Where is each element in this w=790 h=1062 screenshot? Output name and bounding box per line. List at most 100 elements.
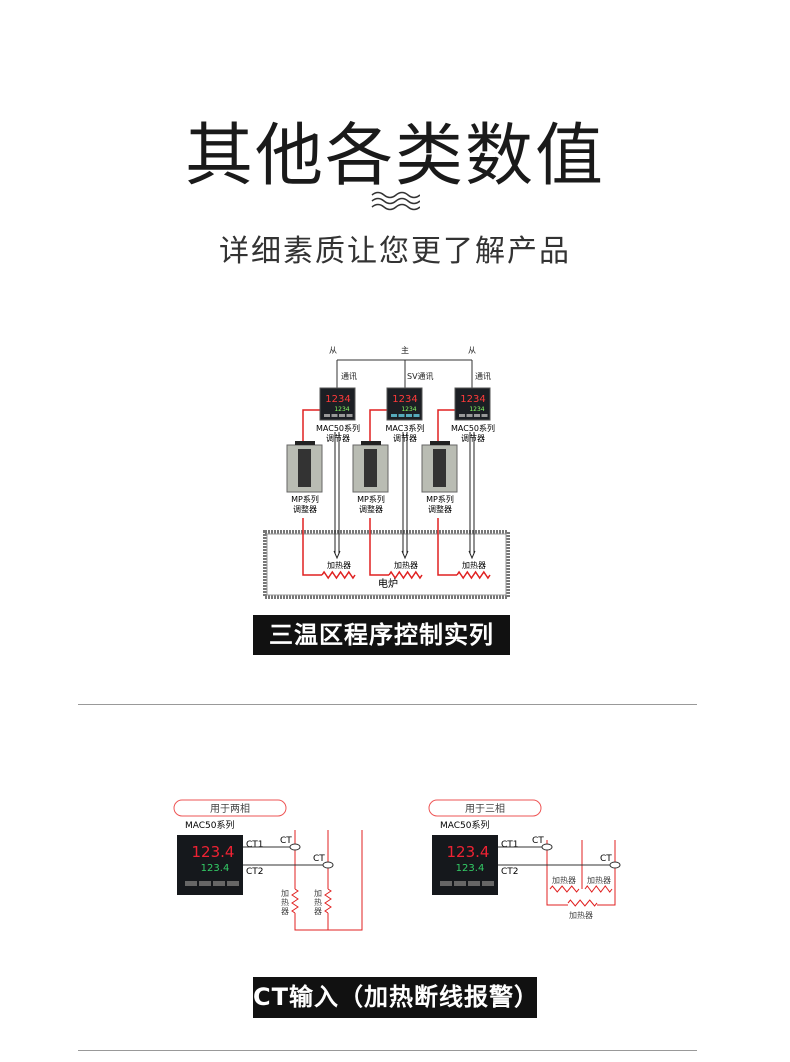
controller-key (440, 881, 452, 886)
controller-model: MAC50系列 (451, 423, 495, 433)
ct1-label: CT1 (501, 840, 519, 850)
heater-label: 加热器 (569, 910, 593, 920)
heater-resistor-icon (584, 885, 613, 893)
sensor-probe (468, 432, 476, 560)
controller-key (185, 881, 197, 886)
heater-label-char: 加 (281, 888, 289, 898)
sv-display: 1234 (334, 406, 349, 413)
heater-label-char: 热 (281, 897, 289, 907)
heater-resistor-icon (549, 885, 580, 893)
ct-sensor-icon (541, 843, 553, 851)
regulator-type: 调整器 (428, 504, 452, 514)
red-wire (437, 409, 457, 576)
heater-coil-icon (321, 570, 356, 580)
heater-label-char: 加 (314, 888, 322, 898)
ct-label: CT (313, 854, 325, 864)
regulator-type: 调整器 (293, 504, 317, 514)
regulator-top (361, 441, 381, 445)
regulator-model: MP系列 (426, 494, 454, 504)
ct-sensor-icon (609, 861, 621, 869)
comm-label: 通讯 (475, 371, 491, 381)
comm-label: SV通讯 (407, 371, 434, 381)
pv-display: 123.4 (192, 843, 235, 861)
heater-label: 加热器 (462, 560, 486, 570)
controller-type: 调节器 (326, 434, 350, 443)
ct-wire (498, 846, 610, 866)
controller-type: 调节器 (393, 434, 417, 443)
controller-key (406, 414, 412, 417)
red-wire (369, 409, 389, 576)
regulator-panel (364, 449, 377, 487)
controller-key (398, 414, 405, 417)
regulator-panel (298, 449, 311, 487)
pv-display: 1234 (392, 394, 417, 405)
pv-display: 1234 (460, 394, 485, 405)
regulator-panel (433, 449, 446, 487)
controller-key (324, 414, 330, 417)
sv-display: 1234 (469, 406, 484, 413)
controller-model: MAC50系列 (440, 819, 490, 831)
ct-label: CT (532, 836, 544, 846)
controller-key (459, 414, 465, 417)
page-subtitle: 详细素质让您更了解产品 (219, 234, 571, 269)
pv-display: 123.4 (447, 843, 490, 861)
regulator-model: MP系列 (357, 494, 385, 504)
furnace-label: 电炉 (378, 577, 398, 590)
phase-tag-label: 用于两相 (210, 802, 250, 815)
controller-key (331, 414, 338, 417)
heater-label-char: 热 (314, 897, 322, 907)
divider (78, 1050, 697, 1051)
heater-label: 加热器 (394, 560, 418, 570)
heater-label: 加热器 (327, 560, 351, 570)
controller-key (391, 414, 397, 417)
controller-key (227, 881, 239, 886)
heater-label: 加热器 (587, 875, 611, 885)
sv-display: 1234 (401, 406, 416, 413)
regulator-type: 调整器 (359, 504, 383, 514)
ct2-label: CT2 (246, 867, 264, 877)
pv-display: 1234 (325, 394, 350, 405)
role-label: 主 (401, 345, 409, 355)
heater-label-char: 器 (314, 907, 322, 916)
regulator-top (295, 441, 315, 445)
ct-label: CT (280, 836, 292, 846)
role-label: 从 (468, 346, 476, 355)
role-label: 从 (329, 346, 337, 355)
ct-input-diagram: 用于两相MAC50系列123.4123.4CT1CT2用于三相MAC50系列12… (173, 799, 621, 931)
controller-key (454, 881, 466, 886)
phase-tag (173, 799, 287, 817)
page-title: 其他各类数值 (184, 117, 605, 196)
sensor-probe (333, 432, 341, 560)
heater-coil-icon (388, 570, 423, 580)
comm-label: 通讯 (341, 371, 357, 381)
caption-banner: 三温区程序控制实列 (253, 615, 510, 655)
red-wire (294, 830, 363, 931)
divider (78, 704, 697, 705)
regulator-top (430, 441, 450, 445)
controller-key (474, 414, 480, 417)
sensor-probe (401, 432, 409, 560)
controller-key (482, 881, 494, 886)
controller-key (413, 414, 420, 417)
heater-label: 加热器 (552, 875, 576, 885)
sv-display: 123.4 (456, 863, 485, 874)
controller-key (213, 881, 225, 886)
controller-key (466, 414, 473, 417)
phase-tag (428, 799, 542, 817)
three-zone-diagram: 从 主 从 通讯 SV通讯 通讯 12341234MAC50系列调节器MP系列调… (263, 345, 510, 599)
controller-model: MAC3系列 (386, 423, 425, 433)
controller-model: MAC50系列 (185, 819, 235, 831)
ct-sensor-icon (289, 843, 301, 851)
controller-key (468, 881, 480, 886)
heater-resistor-icon (324, 888, 332, 914)
sv-display: 123.4 (201, 863, 230, 874)
ct-sensor-icon (322, 861, 334, 869)
heater-coil-icon (456, 570, 491, 580)
heater-label-char: 器 (281, 907, 289, 916)
caption-banner: CT输入（加热断线报警） (253, 977, 538, 1018)
controller-type: 调节器 (461, 434, 485, 443)
heater-resistor-icon (567, 899, 598, 907)
red-wire (546, 840, 616, 906)
controller-key (481, 414, 488, 417)
ct1-label: CT1 (246, 840, 264, 850)
